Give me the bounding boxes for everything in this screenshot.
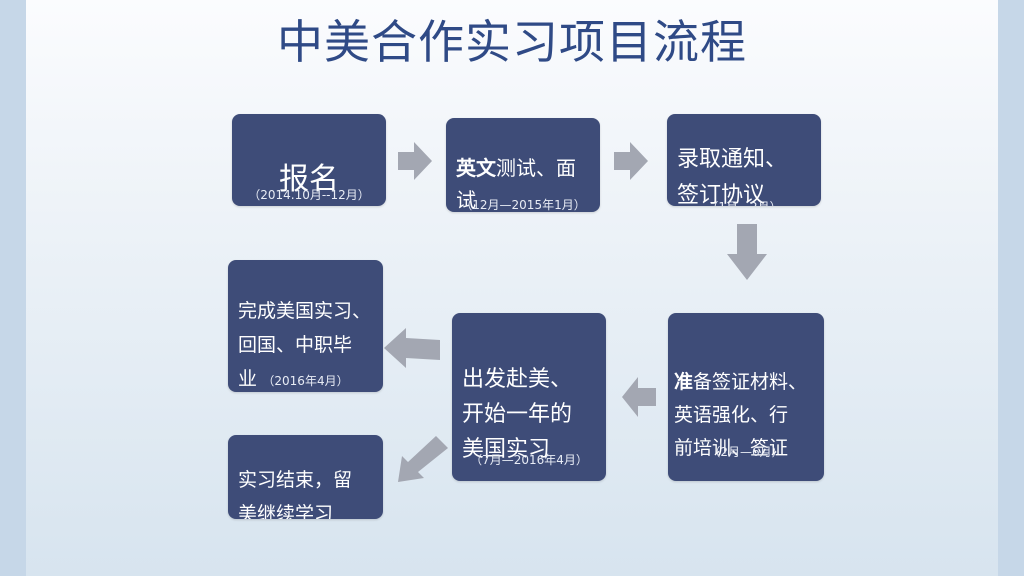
arrow-down-icon [727, 224, 767, 280]
step-box-departure: 出发赴美、 开始一年的 美国实习 （7月—2016年4月） [452, 313, 606, 481]
step-box-registration: 报名 （2014.10月--12月） [232, 114, 386, 206]
step-text: 出发赴美、 开始一年的 美国实习 [462, 367, 573, 462]
step-text: 实习结束，留 美继续学习 [238, 469, 353, 519]
arrow-right-icon [614, 142, 648, 180]
arrow-left-icon [384, 328, 440, 368]
step-box-continue-study: 实习结束，留 美继续学习 [228, 435, 383, 519]
step-date: （2014.10月--12月） [248, 188, 370, 202]
step-date: （2016年4月） [262, 374, 349, 388]
step-box-admission: 录取通知、 签订协议 （1月—2月） [667, 114, 821, 206]
step-date: （7月—2016年4月） [470, 453, 588, 467]
step-date: （2月—6月） [708, 445, 784, 459]
step-box-visa-preparation: 准备签证材料、 英语强化、行 前培训、签证 （2月—6月） [668, 313, 824, 481]
step-text: 完成美国实习、 回国、中职毕 业 [238, 300, 372, 390]
step-text: 准备签证材料、 英语强化、行 前培训、签证 [674, 371, 808, 459]
step-date: （12月—2015年1月） [460, 198, 586, 212]
step-box-english-test: 英文测试、面 试 （12月—2015年1月） [446, 118, 600, 212]
arrow-left-icon [622, 377, 656, 417]
slide-background [26, 0, 998, 576]
arrow-down-left-icon [398, 436, 448, 482]
step-date: （1月—2月） [667, 198, 821, 206]
step-text: 录取通知、 签订协议 [677, 147, 788, 206]
step-box-completion: 完成美国实习、 回国、中职毕 业 （2016年4月） [228, 260, 383, 392]
step-text: 英文测试、面 试 [456, 156, 576, 212]
step-text: 报名 [279, 162, 339, 197]
arrow-right-icon [398, 142, 432, 180]
page-title: 中美合作实习项目流程 [277, 15, 747, 69]
